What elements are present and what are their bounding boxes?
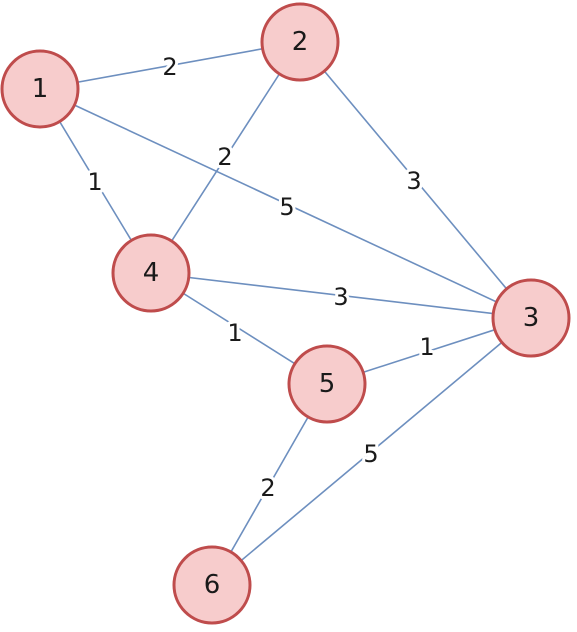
node-4: 4 — [111, 233, 191, 313]
edges-layer — [39, 41, 532, 586]
edge-weight-1-3: 5 — [279, 193, 294, 221]
edge-weights-layer: 2 1 5 2 3 3 1 1 2 5 — [84, 50, 437, 505]
edge-1-2 — [39, 41, 301, 90]
node-label-4: 4 — [143, 258, 160, 288]
node-circle-2 — [260, 2, 340, 82]
edge-weight-1-4: 1 — [87, 168, 102, 196]
edge-2-4 — [150, 41, 301, 274]
node-6: 6 — [172, 545, 252, 625]
node-label-6: 6 — [204, 570, 221, 600]
node-circle-5 — [287, 344, 367, 424]
edge-1-3 — [39, 88, 532, 319]
node-circle-4 — [111, 233, 191, 313]
node-circle-1 — [0, 49, 80, 129]
node-label-5: 5 — [319, 369, 336, 399]
edge-weight-2-3: 3 — [406, 167, 421, 195]
edge-weight-1-2: 2 — [162, 53, 177, 81]
node-label-2: 2 — [292, 27, 309, 57]
nodes-layer: 1 2 3 4 5 6 — [0, 2, 571, 625]
edge-weight-4-5: 1 — [227, 319, 242, 347]
node-label-3: 3 — [523, 303, 540, 333]
node-1: 1 — [0, 49, 80, 129]
node-2: 2 — [260, 2, 340, 82]
edge-weight-5-6: 2 — [260, 474, 275, 502]
node-label-1: 1 — [32, 74, 49, 104]
node-circle-3 — [491, 278, 571, 358]
edge-weight-5-3: 1 — [419, 333, 434, 361]
node-3: 3 — [491, 278, 571, 358]
edge-2-3 — [299, 41, 532, 319]
edge-weight-2-4: 2 — [217, 143, 232, 171]
edge-6-3 — [211, 317, 532, 586]
edge-weight-4-3: 3 — [333, 283, 348, 311]
node-5: 5 — [287, 344, 367, 424]
edge-weight-6-3: 5 — [363, 440, 378, 468]
edge-4-3 — [150, 272, 532, 319]
node-circle-6 — [172, 545, 252, 625]
